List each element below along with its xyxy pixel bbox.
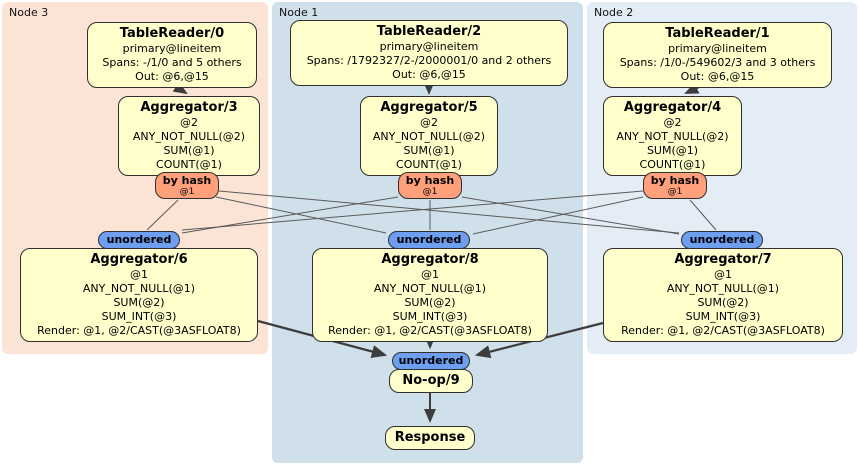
processor-aggregator-6: Aggregator/6 @1 ANY_NOT_NULL(@1) SUM(@2)… (20, 248, 258, 342)
agg-line: ANY_NOT_NULL(@2) (132, 130, 246, 143)
processor-index: primary@lineitem (122, 42, 222, 55)
processor-title: Aggregator/7 (674, 252, 772, 267)
router-key: @1 (179, 187, 195, 197)
processor-out: Out: @6,@15 (135, 70, 209, 83)
processor-aggregator-4: Aggregator/4 @2 ANY_NOT_NULL(@2) SUM(@1)… (603, 96, 742, 176)
processor-title: TableReader/0 (119, 26, 225, 41)
sync-unordered-output: unordered (392, 352, 470, 370)
sync-unordered-node1: unordered (388, 231, 470, 249)
processor-out: Out: @6,@15 (680, 70, 755, 83)
processor-title: TableReader/2 (376, 24, 482, 39)
router-label: by hash (162, 174, 212, 187)
sync-unordered-node2: unordered (681, 231, 763, 249)
router-key: @1 (667, 187, 683, 197)
processor-aggregator-5: Aggregator/5 @2 ANY_NOT_NULL(@2) SUM(@1)… (360, 96, 498, 176)
processor-spans: Spans: /1792327/2-/2000001/0 and 2 other… (306, 54, 552, 67)
processor-title: Aggregator/4 (623, 100, 722, 115)
router-by-hash-node2: by hash @1 (643, 172, 707, 199)
agg-render-line: Render: @1, @2/CAST(@3ASFLOAT8) (328, 324, 532, 337)
router-by-hash-node3: by hash @1 (155, 172, 219, 199)
processor-spans: Spans: -/1/0 and 5 others (102, 56, 242, 69)
agg-line: SUM(@1) (163, 144, 215, 157)
node-label: Node 1 (279, 6, 319, 19)
processor-title: Aggregator/8 (381, 252, 479, 267)
processor-title: Aggregator/3 (140, 100, 238, 115)
agg-line: COUNT(@1) (396, 158, 462, 171)
agg-line: @1 (421, 268, 439, 281)
agg-line: ANY_NOT_NULL(@2) (372, 130, 486, 143)
router-by-hash-node1: by hash @1 (398, 172, 462, 199)
processor-aggregator-7: Aggregator/7 @1 ANY_NOT_NULL(@1) SUM(@2)… (603, 248, 843, 342)
agg-line: SUM(@2) (697, 296, 749, 309)
router-key: @1 (422, 187, 438, 197)
processor-tablereader-2: TableReader/2 primary@lineitem Spans: /1… (290, 20, 568, 86)
router-label: by hash (405, 174, 455, 187)
agg-line: ANY_NOT_NULL(@1) (666, 282, 780, 295)
agg-line: SUM_INT(@3) (101, 310, 177, 323)
agg-line: COUNT(@1) (156, 158, 222, 171)
agg-line: ANY_NOT_NULL(@2) (616, 130, 729, 143)
agg-render-line: Render: @1, @2/CAST(@3ASFLOAT8) (37, 324, 241, 337)
agg-line: SUM_INT(@3) (392, 310, 468, 323)
processor-title: Response (394, 430, 466, 445)
agg-line: SUM(@2) (404, 296, 456, 309)
agg-line: @2 (663, 116, 682, 129)
node-label: Node 2 (594, 6, 634, 19)
agg-line: @1 (130, 268, 148, 281)
agg-line: COUNT(@1) (639, 158, 706, 171)
processor-title: Aggregator/5 (380, 100, 478, 115)
agg-line: @1 (714, 268, 732, 281)
agg-line: ANY_NOT_NULL(@1) (82, 282, 196, 295)
processor-noop-9: No-op/9 (389, 369, 473, 393)
processor-title: No-op/9 (402, 373, 460, 388)
agg-line: SUM(@1) (403, 144, 455, 157)
agg-line: @2 (180, 116, 198, 129)
processor-index: primary@lineitem (668, 42, 767, 55)
node-label: Node 3 (9, 6, 49, 19)
processor-tablereader-1: TableReader/1 primary@lineitem Spans: /1… (603, 22, 832, 88)
sync-unordered-node3: unordered (98, 231, 180, 249)
processor-aggregator-3: Aggregator/3 @2 ANY_NOT_NULL(@2) SUM(@1)… (118, 96, 260, 176)
agg-line: SUM(@2) (113, 296, 165, 309)
processor-spans: Spans: /1/0-/549602/3 and 3 others (619, 56, 816, 69)
processor-out: Out: @6,@15 (392, 68, 466, 81)
agg-line: SUM(@1) (646, 144, 699, 157)
agg-line: @2 (420, 116, 438, 129)
processor-title: Aggregator/6 (90, 252, 188, 267)
processor-title: TableReader/1 (665, 26, 770, 41)
agg-render-line: Render: @1, @2/CAST(@3ASFLOAT8) (621, 324, 825, 337)
processor-index: primary@lineitem (379, 40, 479, 53)
response-box: Response (385, 426, 475, 450)
processor-tablereader-0: TableReader/0 primary@lineitem Spans: -/… (87, 22, 257, 88)
agg-line: SUM_INT(@3) (685, 310, 761, 323)
processor-aggregator-8: Aggregator/8 @1 ANY_NOT_NULL(@1) SUM(@2)… (312, 248, 548, 342)
agg-line: ANY_NOT_NULL(@1) (373, 282, 487, 295)
router-label: by hash (650, 174, 700, 187)
